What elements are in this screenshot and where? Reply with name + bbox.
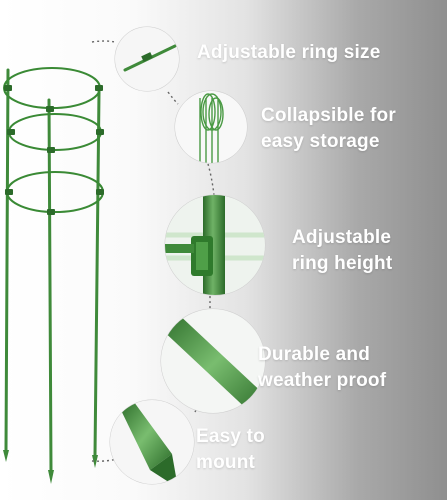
cage-ring xyxy=(3,67,104,213)
detail-circle-easy-mount xyxy=(109,399,195,485)
feature-label-collapsible: Collapsible for easy storage xyxy=(261,105,396,152)
detail-circle-ring-height xyxy=(164,194,266,296)
detail-circle-durable xyxy=(160,308,266,414)
feature-label-adjustable-ring-size: Adjustable ring size xyxy=(197,42,381,63)
cage-connector xyxy=(4,85,104,215)
feature-label-adjustable-ring-height: Adjustable ring height xyxy=(292,227,393,274)
cage-stake xyxy=(4,68,101,472)
cage-stake-tip xyxy=(3,450,98,484)
plant-support-cage xyxy=(3,67,104,484)
detail-circle-ring-size xyxy=(114,26,180,92)
detail-circle-collapsible xyxy=(174,90,248,164)
feature-label-easy-mount: Easy to mount xyxy=(196,426,265,473)
feature-label-durable: Durable and weather proof xyxy=(258,344,387,391)
